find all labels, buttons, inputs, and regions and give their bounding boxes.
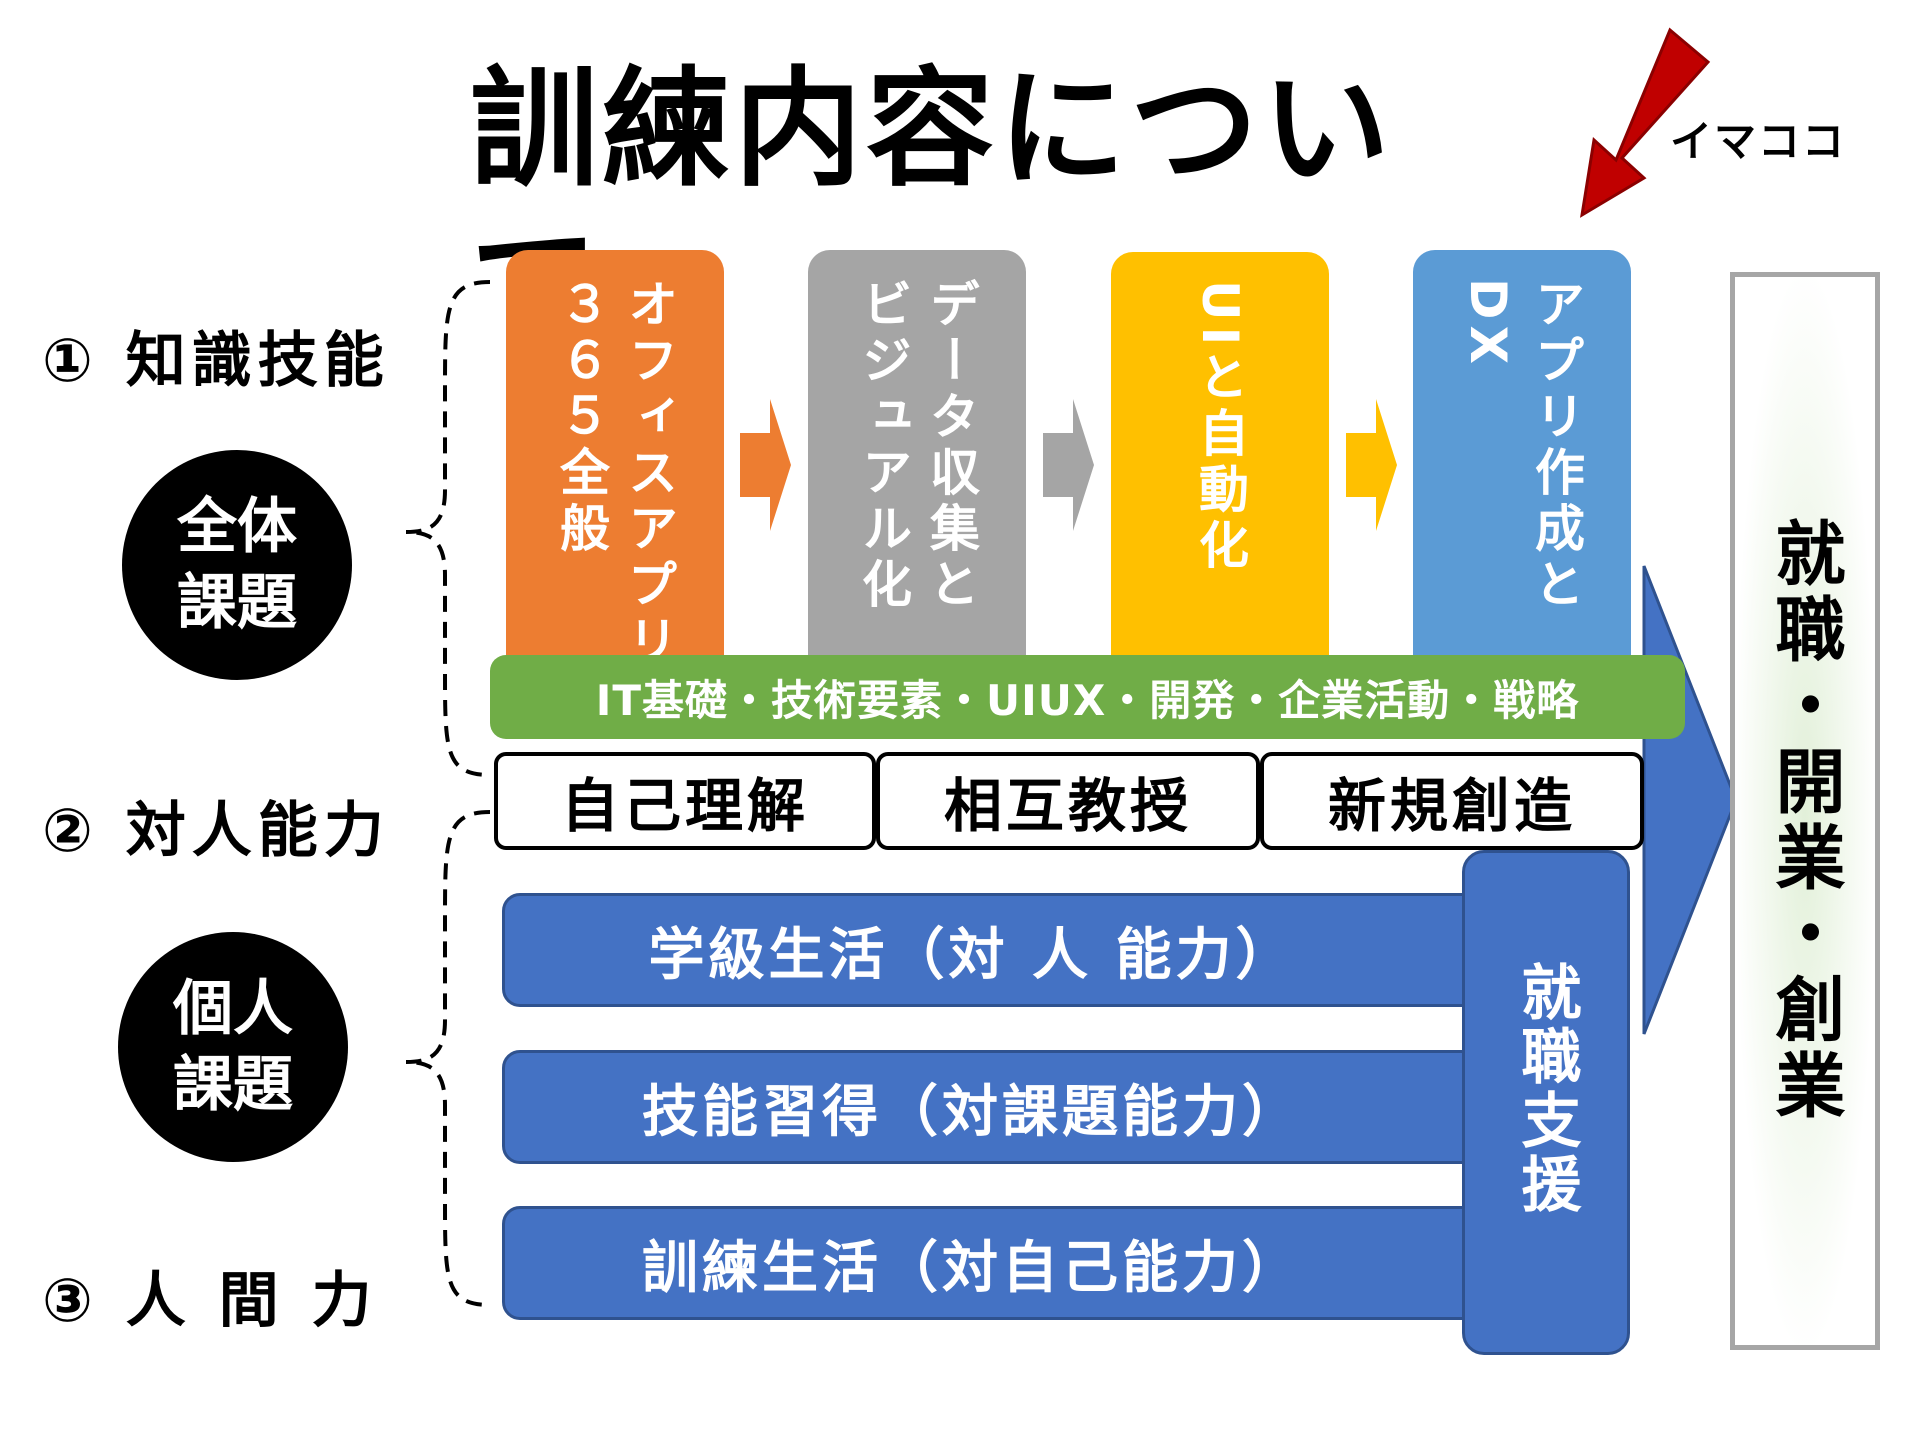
- lower-brace: [405, 810, 491, 1307]
- interpersonal-new-creation: 新規創造: [1260, 752, 1644, 850]
- ability-label-humanity: ③ 人 間 力: [42, 1252, 377, 1339]
- step-label: UIと自動化: [1191, 280, 1249, 576]
- interpersonal-self-understanding: 自己理解: [494, 752, 876, 850]
- step-box-data-visualization: データ収集と ビジュアル化: [808, 250, 1026, 730]
- interpersonal-mutual-teaching: 相互教授: [876, 752, 1260, 850]
- step-label: オフィスアプリ ３６５全般: [552, 278, 678, 670]
- step-arrow-icon: [1043, 399, 1094, 531]
- life-bar-training: 訓練生活（対自己能力）: [502, 1206, 1502, 1320]
- step-box-ui-automation: UIと自動化: [1111, 252, 1329, 730]
- ability-label-interpersonal: ② 対人能力: [42, 782, 390, 869]
- ability-number: ①: [42, 326, 99, 396]
- step-box-app-dx: アプリ作成と DX: [1413, 250, 1631, 730]
- overall-challenge-circle: 全体 課題: [122, 450, 352, 680]
- life-bar-class: 学級生活（対 人 能力）: [502, 893, 1502, 1007]
- goal-box: 就職・開業・創業: [1730, 272, 1880, 1350]
- step-arrow-icon: [740, 399, 791, 531]
- individual-challenge-circle: 個人 課題: [118, 932, 348, 1162]
- current-position-label: イマココ: [1670, 117, 1847, 166]
- ability-number: ②: [42, 796, 99, 866]
- page-title: 訓練内容について: [470, 55, 1395, 364]
- ability-text: 対人能力: [125, 796, 390, 866]
- upper-brace: [405, 280, 491, 777]
- step-label: アプリ作成と DX: [1459, 278, 1585, 614]
- progress-arrow: [1642, 565, 1738, 1035]
- skills-band: IT基礎・技術要素・UIUX・開発・企業活動・戦略: [490, 655, 1685, 739]
- step-arrow-icon: [1346, 399, 1397, 531]
- employment-support-bar: 就職支援: [1462, 850, 1630, 1355]
- step-label: データ収集と ビジュアル化: [854, 278, 980, 614]
- pointer-arrow-icon: [1580, 27, 1711, 218]
- ability-text: 人 間 力: [125, 1266, 378, 1336]
- ability-label-knowledge: ① 知識技能: [42, 312, 390, 399]
- step-box-office365: オフィスアプリ ３６５全般: [506, 250, 724, 730]
- ability-text: 知識技能: [125, 326, 390, 396]
- life-bar-skill: 技能習得（対課題能力）: [502, 1050, 1502, 1164]
- support-label: 就職支援: [1511, 961, 1581, 1217]
- goal-label: 就職・開業・創業: [1764, 517, 1846, 1125]
- ability-number: ③: [42, 1266, 99, 1336]
